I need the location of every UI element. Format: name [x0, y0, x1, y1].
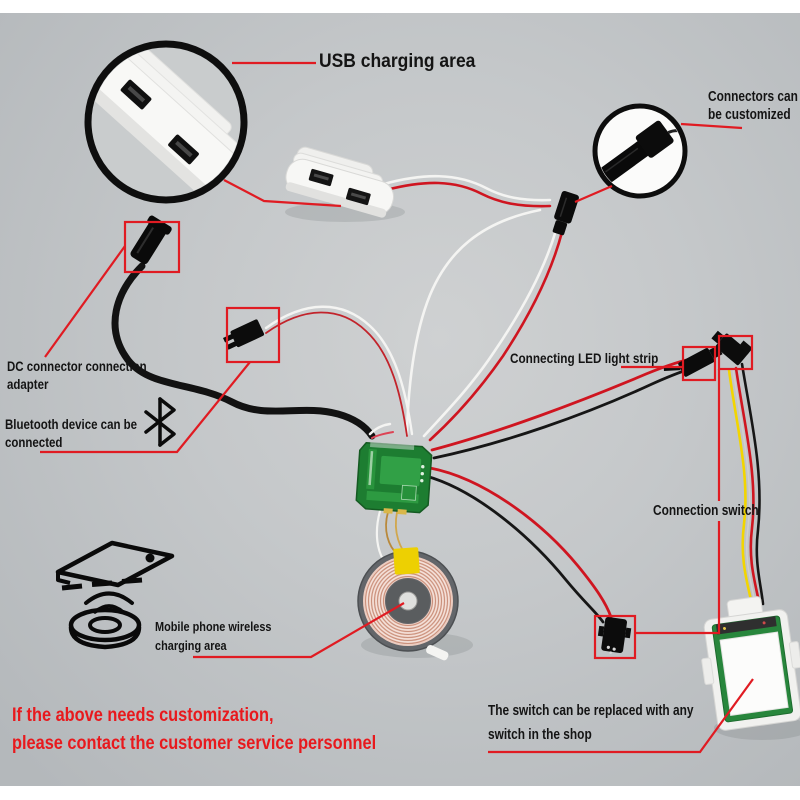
led-highlight-box — [681, 345, 717, 382]
top-white-frame — [0, 0, 800, 13]
bluetooth-leader-line — [40, 361, 251, 454]
connector-magnifier-pointer — [574, 184, 613, 204]
bluetooth-icon — [144, 397, 176, 447]
coil-center-hole — [398, 591, 418, 611]
usb-magnifier-pointer — [223, 179, 342, 208]
connectors-customized-label-line1: Connectors can — [708, 89, 798, 105]
footer-note-line1: If the above needs customization, — [12, 705, 274, 726]
connection-switch-label: Connection switch — [653, 503, 759, 519]
bluetooth-highlight-box — [225, 306, 281, 364]
switch-connector — [597, 617, 632, 654]
wires — [111, 174, 765, 624]
usb-charging-area-label: USB charging area — [319, 51, 476, 72]
dc-adapter-label-line1: DC connector connection — [7, 358, 147, 374]
touch-switch-module — [701, 596, 800, 731]
switch-connector-highlight-box — [593, 614, 637, 660]
switch-sticker — [719, 631, 789, 717]
connectors-leader-line — [680, 122, 743, 130]
bluetooth-connector — [222, 319, 265, 350]
charging-coil — [357, 547, 459, 661]
dc-adapter-label-line2: adapter — [7, 376, 49, 392]
phone-icon — [55, 540, 175, 591]
bottom-white-frame — [0, 786, 800, 800]
dc-cable — [111, 262, 376, 440]
switch-note-label-line2: switch in the shop — [488, 727, 592, 743]
magnifier-circle-usb — [84, 40, 248, 204]
magnifier-circle-connector — [592, 103, 688, 199]
bluetooth-label-line2: connected — [5, 434, 63, 450]
dc-leader-line — [44, 245, 126, 358]
inline-connector — [552, 190, 579, 236]
connection-switch-line — [635, 369, 721, 635]
wireless-charging-label-line1: Mobile phone wireless — [155, 619, 272, 634]
controller-pcb — [355, 441, 433, 515]
coil-tape — [393, 547, 420, 575]
annotations — [40, 61, 754, 754]
switch-harness-connector — [711, 330, 753, 366]
switch-note-leader-line — [488, 678, 754, 754]
usb-strip — [285, 146, 394, 218]
wireless-leader-line — [193, 602, 405, 659]
footer-note-line2: please contact the customer service pers… — [12, 733, 377, 754]
bluetooth-label-line1: Bluetooth device can be — [5, 416, 138, 432]
wireless-charging-label-line2: charging area — [155, 638, 227, 653]
led-strip-label: Connecting LED light strip — [510, 350, 659, 366]
charging-pad-icon — [68, 607, 142, 650]
dc-jack — [130, 215, 172, 265]
harness-highlight-box — [717, 334, 754, 371]
connectors-customized-label-line2: be customized — [708, 107, 791, 123]
switch-note-label-line1: The switch can be replaced with any — [488, 703, 694, 719]
